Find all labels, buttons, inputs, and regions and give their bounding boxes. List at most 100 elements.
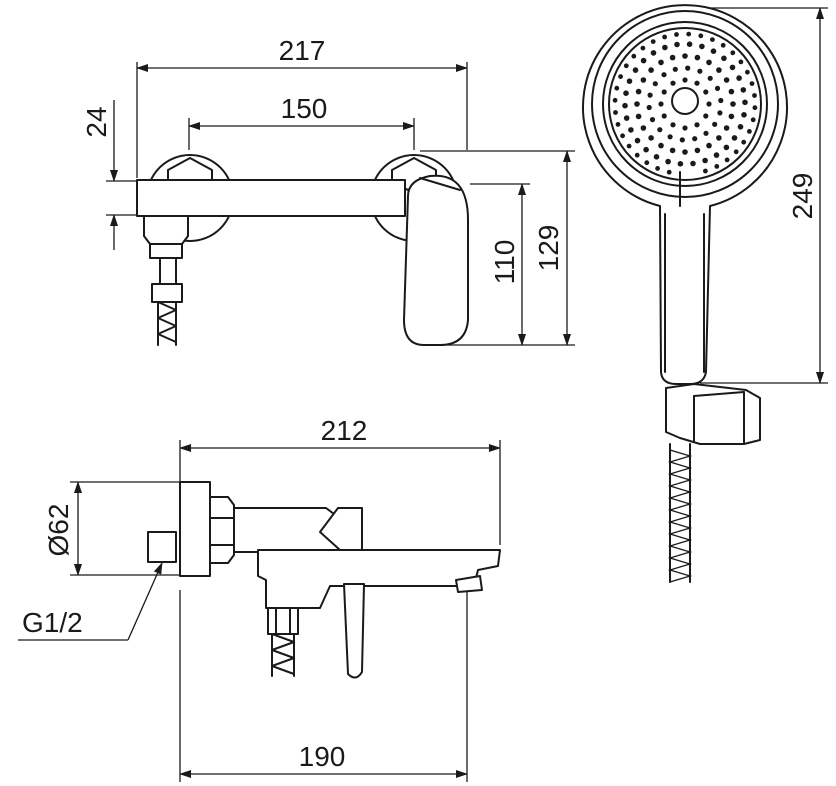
spray-hole (710, 37, 715, 42)
spray-hole (667, 134, 673, 140)
spray-hole (650, 39, 656, 44)
spray-hole (694, 54, 701, 61)
spray-hole (707, 75, 713, 81)
spray-hole (628, 127, 634, 133)
spray-hole (723, 77, 730, 83)
spray-hole (703, 113, 709, 119)
side-lever (343, 583, 365, 679)
inlet-stub (147, 531, 177, 563)
spray-hole (694, 147, 701, 154)
bath-spout (257, 549, 501, 609)
spray-hole (682, 125, 688, 131)
dim-129-label: 129 (533, 225, 564, 272)
spray-hole (655, 166, 660, 171)
spray-hole (706, 142, 712, 149)
spray-hole (717, 110, 723, 116)
spray-hole (728, 113, 735, 120)
spray-hole (752, 93, 757, 98)
spray-hole (750, 117, 756, 123)
lever-handle (403, 174, 469, 346)
spray-hole (713, 152, 720, 158)
spray-hole (716, 67, 722, 73)
spray-hole (623, 63, 629, 69)
spray-hole (718, 97, 724, 104)
spray-hole (635, 88, 642, 95)
spray-hole (631, 53, 637, 59)
spray-hole (658, 101, 664, 107)
spray-hole (661, 113, 667, 119)
side-view: 212 Ø62 G1/2 190 (18, 415, 501, 782)
spray-hole (698, 33, 704, 39)
spray-hole (703, 168, 708, 174)
spray-hole (677, 161, 684, 167)
spray-hole (640, 77, 647, 83)
spray-hole (745, 69, 750, 75)
spray-hole (669, 147, 676, 154)
spray-face (602, 21, 768, 187)
spray-hole (682, 77, 688, 83)
spray-holes (612, 31, 758, 175)
centre-nozzle (671, 87, 699, 115)
spray-hole (730, 50, 736, 56)
spray-hole (747, 129, 752, 134)
spray-hole (615, 122, 621, 127)
spray-hole (694, 122, 700, 128)
spray-hole (672, 66, 678, 72)
spray-hole (643, 146, 649, 153)
shower-head-outline (582, 4, 788, 385)
spray-hole (640, 125, 647, 131)
spray-hole (649, 117, 656, 123)
spray-hole (670, 122, 676, 128)
spray-hole (724, 157, 730, 163)
top-view: 217 150 24 110 129 (81, 35, 575, 346)
spray-hole (613, 110, 618, 115)
hand-shower: 249 (582, 4, 828, 583)
spray-hole (652, 81, 658, 87)
spray-hole (720, 42, 726, 48)
spray-hole (749, 81, 755, 86)
spray-hole (650, 50, 657, 56)
spray-hole (692, 136, 698, 142)
spray-hole (685, 65, 691, 71)
spray-hole (644, 160, 650, 166)
spray-hole (728, 88, 735, 95)
spray-hole (646, 104, 652, 111)
spray-hole (640, 57, 647, 64)
spray-hole (731, 135, 738, 141)
spray-hole (653, 154, 660, 160)
spray-hole (635, 113, 642, 120)
dim-249-label: 249 (787, 173, 818, 220)
spray-hole (622, 102, 628, 109)
spray-hole (640, 45, 646, 51)
spray-hole (648, 135, 654, 141)
spray-hole (712, 121, 718, 127)
dim-217-label: 217 (279, 35, 326, 66)
spray-hole (686, 41, 693, 47)
dim-150-label: 150 (281, 93, 328, 124)
mixer-body (136, 179, 406, 217)
spray-hole (682, 53, 688, 59)
spray-hole (741, 112, 747, 118)
dim-190-label: 190 (299, 741, 346, 772)
spray-hole (729, 64, 736, 71)
spray-hole (657, 127, 663, 133)
spray-hole (706, 101, 712, 107)
spray-hole (661, 72, 667, 78)
wall-rosette (179, 481, 211, 577)
spray-hole (697, 68, 703, 74)
spray-hole (626, 78, 633, 84)
spray-hole (723, 125, 730, 131)
spray-hole (632, 67, 639, 73)
spray-hole (618, 74, 623, 79)
spray-hole (730, 101, 736, 107)
spray-hole (666, 169, 672, 175)
spray-hole (634, 152, 640, 158)
spray-hole (620, 133, 625, 139)
spray-hole (662, 34, 667, 40)
spray-hole (694, 80, 700, 86)
spray-hole (661, 89, 667, 95)
spray-hole (703, 89, 709, 95)
spray-hole (752, 105, 758, 111)
spray-hole (634, 137, 641, 144)
